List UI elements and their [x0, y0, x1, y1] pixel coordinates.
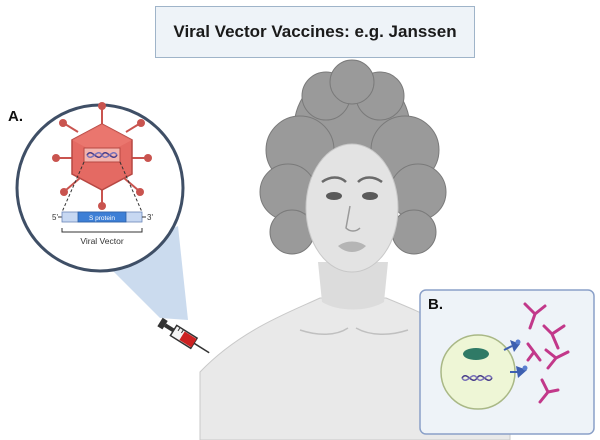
- title-text: Viral Vector Vaccines: e.g. Janssen: [173, 22, 457, 41]
- cell-nucleus: [463, 348, 489, 360]
- vector-bracket: [61, 228, 143, 233]
- virus-spike-tips: [52, 102, 152, 210]
- vector-label: Viral Vector: [80, 236, 123, 246]
- three-prime-label: 3': [147, 213, 153, 222]
- antibody-icon: [538, 378, 560, 404]
- antibody-icon: [526, 342, 542, 362]
- spike-protein-icon: [503, 339, 521, 352]
- panel-a-circle: 5' S protein 3' Viral Vector: [15, 102, 185, 273]
- title-box: Viral Vector Vaccines: e.g. Janssen: [155, 6, 475, 58]
- panel-a-label: A.: [8, 108, 23, 125]
- virus-spikes: [58, 108, 146, 204]
- s-protein-gene: [77, 211, 127, 223]
- antibody-icon: [523, 302, 547, 330]
- syringe-icon: [157, 317, 210, 354]
- cell: [440, 334, 516, 410]
- panel-b-label: B.: [428, 296, 443, 313]
- five-prime-label: 5': [52, 213, 58, 222]
- panel-b-box: [419, 289, 595, 435]
- antibody-icon: [542, 324, 566, 350]
- gene-label: S protein: [89, 215, 115, 222]
- antibody-icon: [544, 348, 570, 370]
- spike-protein-icon: [510, 365, 528, 378]
- zoom-beam: [104, 226, 188, 320]
